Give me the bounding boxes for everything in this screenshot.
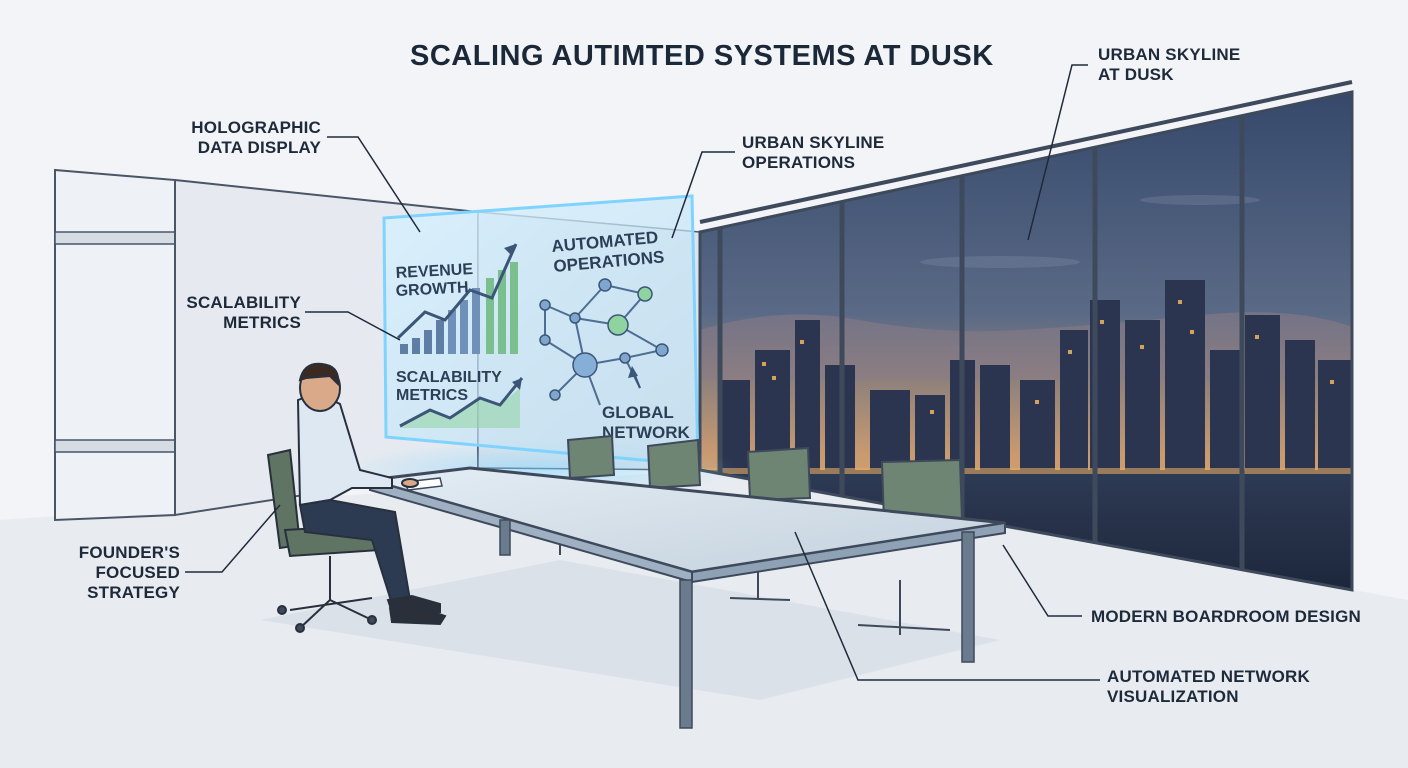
- table-legs: [499, 519, 975, 729]
- label-scalability-metrics: SCALABILITY METRICS: [186, 293, 301, 332]
- label-skyline-dusk: URBAN SKYLINE AT DUSK: [1098, 45, 1241, 84]
- left-wall-panel: [54, 168, 176, 522]
- label-holographic-display: HOLOGRAPHIC DATA DISPLAY: [191, 118, 321, 157]
- window-frames: [698, 90, 1354, 592]
- holo-revenue-line2: GROWTH: [395, 279, 469, 300]
- wall-ledge: [54, 439, 176, 453]
- leader-lines: [185, 64, 1100, 681]
- holo-network-line1: GLOBAL: [602, 403, 674, 422]
- network-nodes: [539, 278, 669, 401]
- page-title: SCALING AUTIMTED SYSTEMS AT DUSK: [410, 40, 994, 72]
- holo-scalability-line2: METRICS: [396, 387, 468, 404]
- holo-revenue-line1: REVENUE: [395, 261, 473, 282]
- table-shadow: [260, 560, 1000, 700]
- back-chairs: [559, 434, 964, 635]
- label-founder-strategy: FOUNDER'S FOCUSED STRATEGY: [78, 543, 180, 602]
- label-network-visualization: AUTOMATED NETWORK VISUALIZATION: [1107, 667, 1310, 706]
- label-boardroom-design: MODERN BOARDROOM DESIGN: [1091, 607, 1361, 626]
- scalability-line-chart: [399, 377, 524, 428]
- table-edge-right: [691, 521, 1006, 584]
- ceiling-edge: [699, 80, 1353, 224]
- holo-network-line2: NETWORK: [602, 423, 691, 442]
- revenue-bar-chart: [396, 243, 518, 354]
- holo-scalability-line1: SCALABILITY: [396, 369, 502, 386]
- founder-figure: [266, 362, 447, 633]
- wall-shelf: [54, 231, 176, 245]
- label-skyline-operations: URBAN SKYLINE OPERATIONS: [742, 133, 885, 172]
